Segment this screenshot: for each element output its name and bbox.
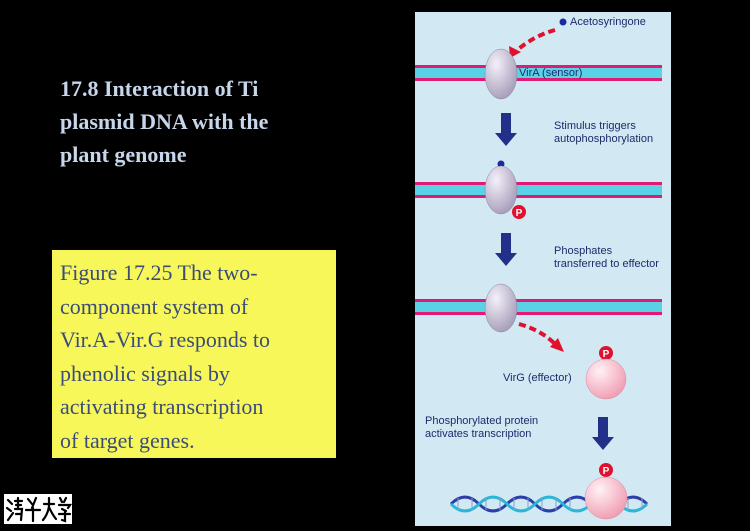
stimulus-label-line1: Stimulus triggers [554,120,636,132]
acetosyringone-label: Acetosyringone [570,16,646,28]
step-arrow-3 [592,417,614,450]
membrane-1 [415,65,662,81]
phosphate-vira [512,205,526,219]
signal-arrow-1-head [509,46,521,58]
transfer-arrow [518,322,557,346]
virg-effector-label: VirG (effector) [503,372,572,384]
activation-label-line2: activates transcription [425,428,531,440]
step-arrow-2 [495,233,517,266]
phosphate-virg [599,346,613,360]
university-logo [4,494,73,524]
figure-caption: Figure 17.25 The two- component system o… [52,250,336,458]
calligraphy-logo-icon [5,496,73,523]
transfer-arrow-head [550,338,564,352]
vira-sensor-protein-1 [484,48,518,100]
stimulus-label-line2: autophosphorylation [554,133,653,145]
vira-sensor-label: VirA (sensor) [519,67,582,79]
bound-signal-dot [497,160,505,168]
membrane-3 [415,299,662,315]
acetosyringone-dot [559,18,567,26]
phosphate-virg-bound [599,463,613,477]
figure-panel: Acetosyringone VirA (sensor) Stimulus tr… [415,12,671,526]
phosphate-transfer-label-line1: Phosphates [554,245,613,257]
panel-background [415,12,671,526]
vira-sensor-protein-3 [484,283,518,333]
signal-arrow-1 [513,28,556,54]
activation-label-line1: Phosphorylated protein [425,415,538,427]
slide-title-text: 17.8 Interaction of Ti plasmid DNA with … [60,76,269,167]
step-arrow-1 [495,113,517,146]
virg-effector-protein-1 [585,358,627,400]
membrane-2 [415,182,662,198]
phosphate-virg-bound-label: P [603,466,610,477]
phosphate-transfer-label-line2: transferred to effector [554,258,659,270]
phosphate-vira-label: P [516,208,523,219]
vira-virg-diagram: Acetosyringone VirA (sensor) Stimulus tr… [415,12,671,526]
phosphate-virg-label: P [603,349,610,360]
virg-effector-protein-2 [584,476,628,520]
vira-sensor-protein-2 [484,165,518,215]
